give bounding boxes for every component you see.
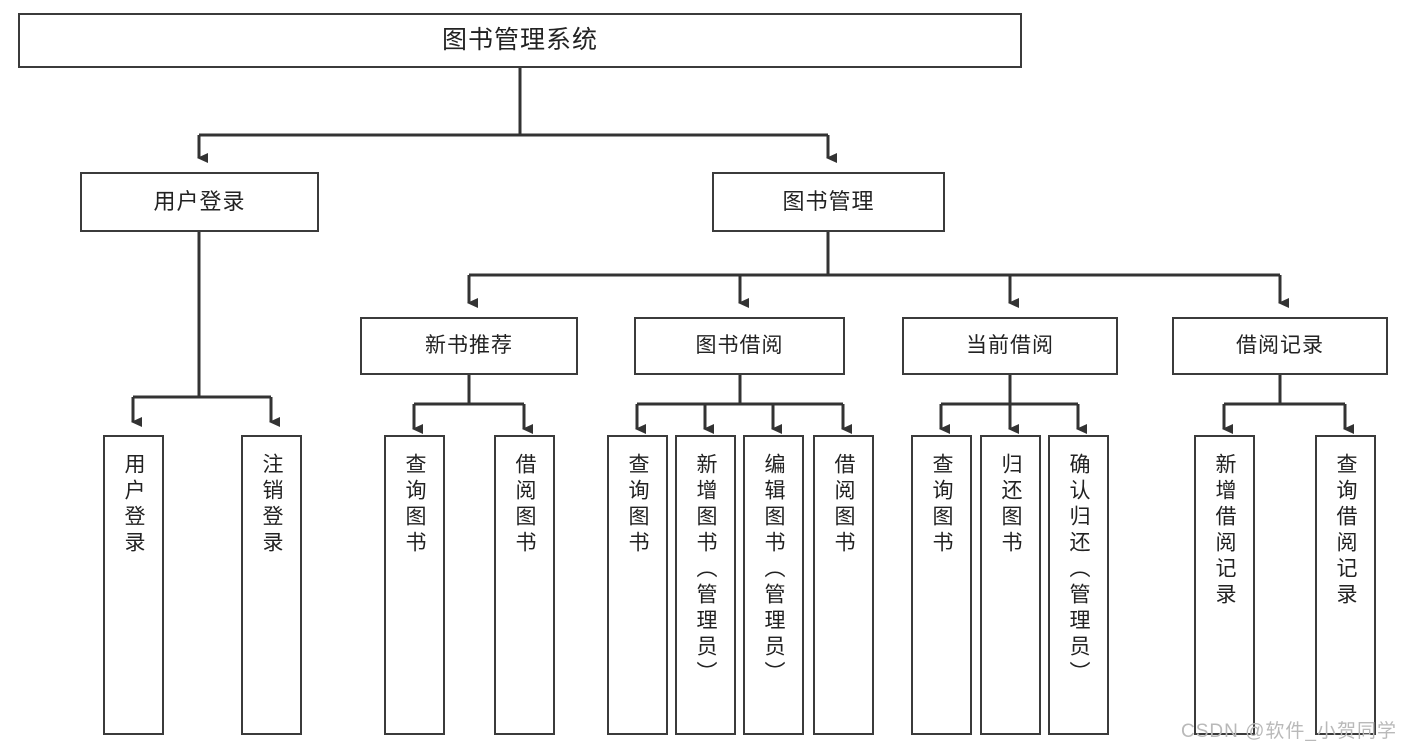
leaf-book-borrow-2-label: 编辑图书（管理员） <box>762 453 785 687</box>
leaf-new-book-rec-0-label: 查询图书 <box>403 453 426 557</box>
leaf-book-borrow-0[interactable]: 查询图书 <box>607 435 668 735</box>
leaf-book-borrow-3-label: 借阅图书 <box>832 453 855 557</box>
leaf-borrow-record-0[interactable]: 新增借阅记录 <box>1194 435 1255 735</box>
node-user-login[interactable]: 用户登录 <box>80 172 319 232</box>
node-borrow-record[interactable]: 借阅记录 <box>1172 317 1388 375</box>
node-user-login-label: 用户登录 <box>153 189 246 215</box>
node-book-manage[interactable]: 图书管理 <box>712 172 945 232</box>
leaf-user-login-0-label: 用户登录 <box>122 453 145 557</box>
leaf-borrow-record-1[interactable]: 查询借阅记录 <box>1315 435 1376 735</box>
node-book-borrow[interactable]: 图书借阅 <box>634 317 845 375</box>
leaf-book-borrow-3[interactable]: 借阅图书 <box>813 435 874 735</box>
watermark: CSDN @软件_小贺同学 <box>1181 721 1397 742</box>
leaf-user-login-0[interactable]: 用户登录 <box>103 435 164 735</box>
node-new-book-rec-label: 新书推荐 <box>425 333 513 357</box>
leaf-new-book-rec-0[interactable]: 查询图书 <box>384 435 445 735</box>
leaf-user-login-1[interactable]: 注销登录 <box>241 435 302 735</box>
leaf-current-borrow-0[interactable]: 查询图书 <box>911 435 972 735</box>
leaf-current-borrow-1-label: 归还图书 <box>999 453 1022 557</box>
leaf-book-borrow-1[interactable]: 新增图书（管理员） <box>675 435 736 735</box>
node-current-borrow[interactable]: 当前借阅 <box>902 317 1118 375</box>
leaf-current-borrow-0-label: 查询图书 <box>930 453 953 557</box>
node-book-manage-label: 图书管理 <box>782 189 875 215</box>
leaf-new-book-rec-1[interactable]: 借阅图书 <box>494 435 555 735</box>
leaf-book-borrow-2[interactable]: 编辑图书（管理员） <box>743 435 804 735</box>
node-book-borrow-label: 图书借阅 <box>695 333 784 357</box>
node-current-borrow-label: 当前借阅 <box>966 333 1054 357</box>
leaf-user-login-1-label: 注销登录 <box>260 453 283 557</box>
leaf-new-book-rec-1-label: 借阅图书 <box>513 453 536 557</box>
leaf-borrow-record-1-label: 查询借阅记录 <box>1334 453 1357 609</box>
leaf-current-borrow-2[interactable]: 确认归还（管理员） <box>1048 435 1109 735</box>
node-root-label: 图书管理系统 <box>441 25 598 54</box>
leaf-borrow-record-0-label: 新增借阅记录 <box>1213 453 1236 609</box>
leaf-current-borrow-2-label: 确认归还（管理员） <box>1067 453 1090 687</box>
leaf-book-borrow-0-label: 查询图书 <box>626 453 649 557</box>
node-new-book-rec[interactable]: 新书推荐 <box>360 317 578 375</box>
leaf-book-borrow-1-label: 新增图书（管理员） <box>694 453 717 687</box>
node-root[interactable]: 图书管理系统 <box>18 13 1022 68</box>
node-borrow-record-label: 借阅记录 <box>1236 333 1324 357</box>
leaf-current-borrow-1[interactable]: 归还图书 <box>980 435 1041 735</box>
